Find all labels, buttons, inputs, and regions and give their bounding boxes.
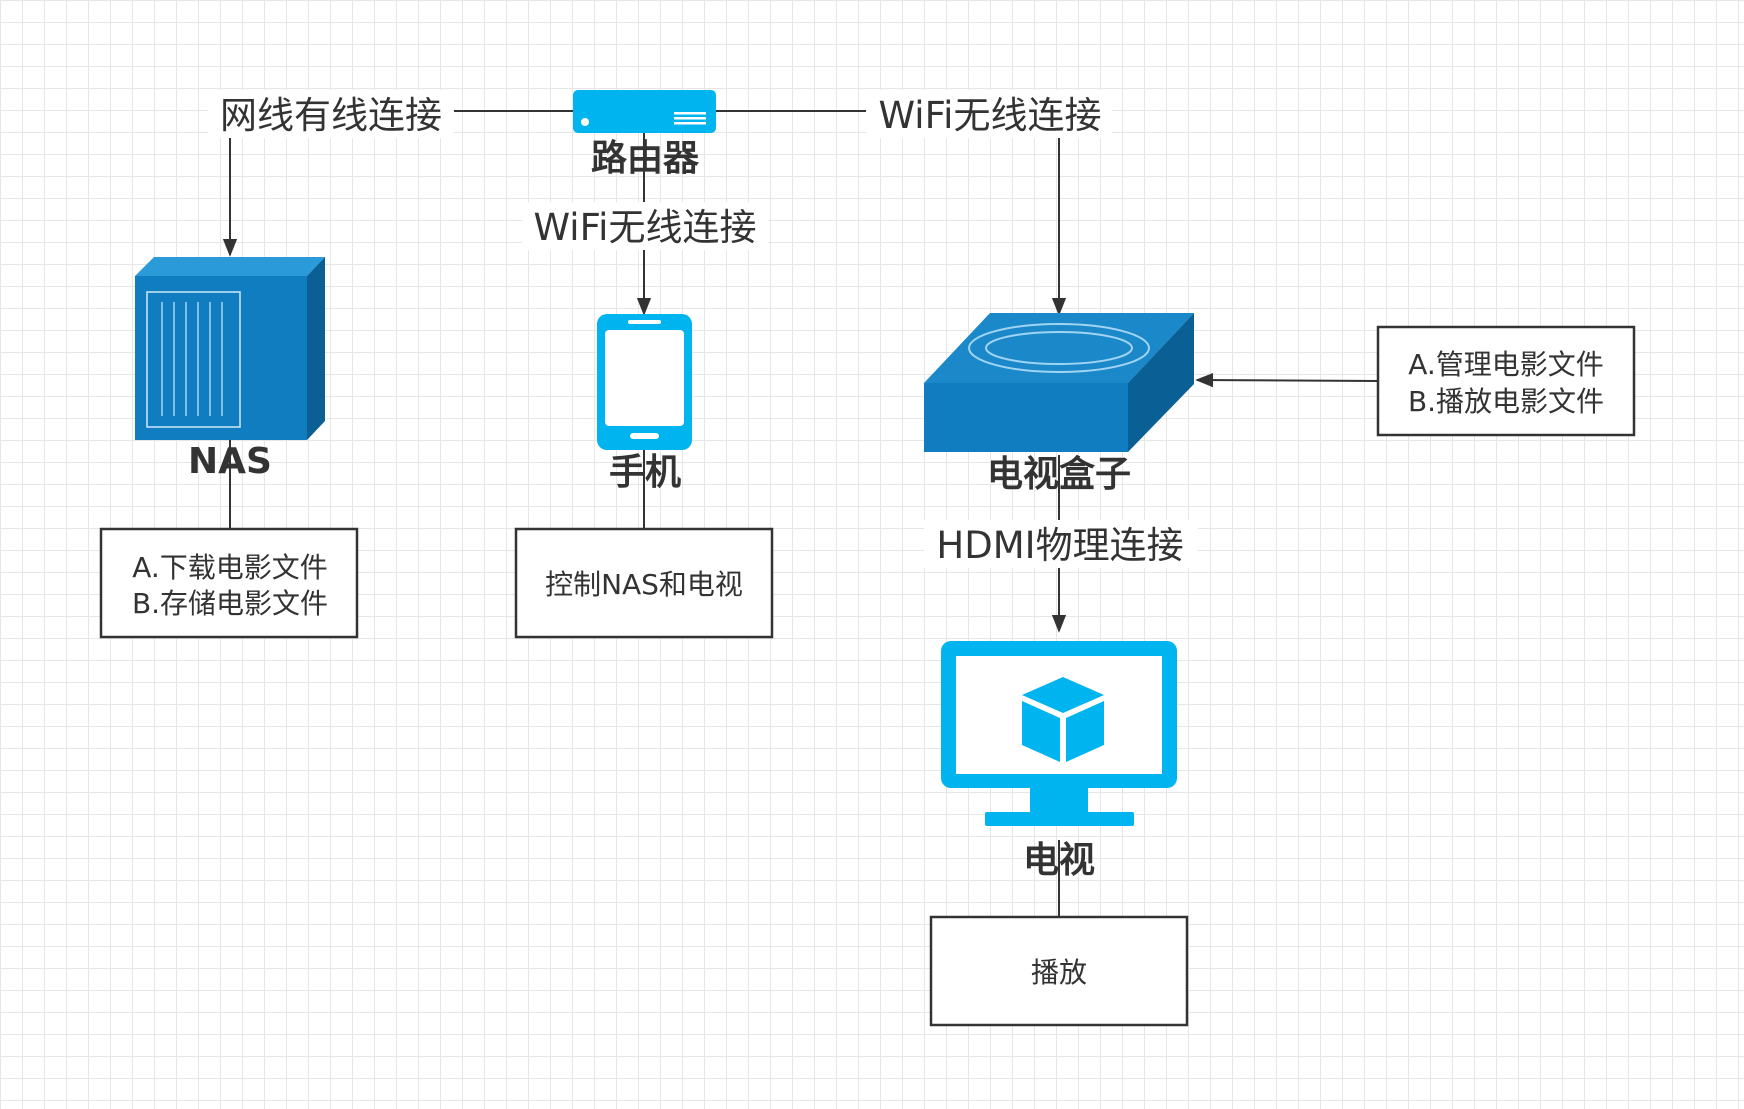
router-icon — [573, 90, 716, 133]
connection-label-router-nas: 网线有线连接 — [220, 94, 442, 137]
tvbox-note-line-2: B.播放电影文件 — [1408, 385, 1604, 418]
nas-label: NAS — [188, 441, 272, 482]
label-bg — [866, 90, 1112, 138]
tv-monitor-icon — [941, 641, 1177, 826]
note-box-frame — [929, 915, 1189, 1027]
nas-server-icon — [135, 257, 325, 440]
tv-note-box[interactable]: 播放 — [929, 915, 1189, 1027]
note-box-frame — [1376, 325, 1636, 437]
router-node[interactable]: 路由器 — [573, 90, 716, 179]
label-bg — [522, 202, 768, 250]
phone-label: 手机 — [609, 452, 681, 493]
phone-note-line-1: 控制NAS和电视 — [545, 568, 743, 601]
phone-note-box[interactable]: 控制NAS和电视 — [514, 527, 774, 639]
nas-note-line-1: A.下载电影文件 — [132, 551, 328, 584]
nas-note-line-2: B.存储电影文件 — [132, 587, 328, 620]
cube-icon — [1022, 677, 1104, 762]
connector-tvbox-note — [1195, 372, 1379, 388]
tv-node[interactable]: 电视 — [941, 641, 1177, 881]
connection-labels: 网线有线连接 WiFi无线连接 WiFi无线连接 HDMI物理连接 — [208, 90, 1198, 568]
tvbox-node[interactable]: 电视盒子 — [924, 313, 1194, 495]
tvbox-label: 电视盒子 — [987, 454, 1131, 495]
connection-label-tvbox-tv: HDMI物理连接 — [936, 524, 1183, 567]
tvbox-note-box[interactable]: A.管理电影文件 B.播放电影文件 — [1376, 325, 1636, 437]
nas-note-box[interactable]: A.下载电影文件 B.存储电影文件 — [99, 527, 359, 639]
connectors — [222, 110, 1379, 916]
tvbox-note-line-1: A.管理电影文件 — [1408, 348, 1604, 381]
note-box-frame — [514, 527, 774, 639]
phone-node[interactable]: 手机 — [597, 314, 692, 493]
tv-note-line-1: 播放 — [1031, 956, 1087, 989]
smartphone-icon — [597, 314, 692, 450]
nas-node[interactable]: NAS — [135, 257, 325, 482]
note-box-frame — [99, 527, 359, 639]
tv-label: 电视 — [1023, 840, 1095, 881]
label-bg — [208, 90, 454, 138]
router-label: 路由器 — [591, 138, 700, 179]
connection-label-router-phone: WiFi无线连接 — [534, 206, 757, 249]
label-bg — [924, 520, 1198, 568]
connection-label-router-tvbox: WiFi无线连接 — [879, 94, 1102, 137]
tv-box-icon — [924, 313, 1194, 452]
